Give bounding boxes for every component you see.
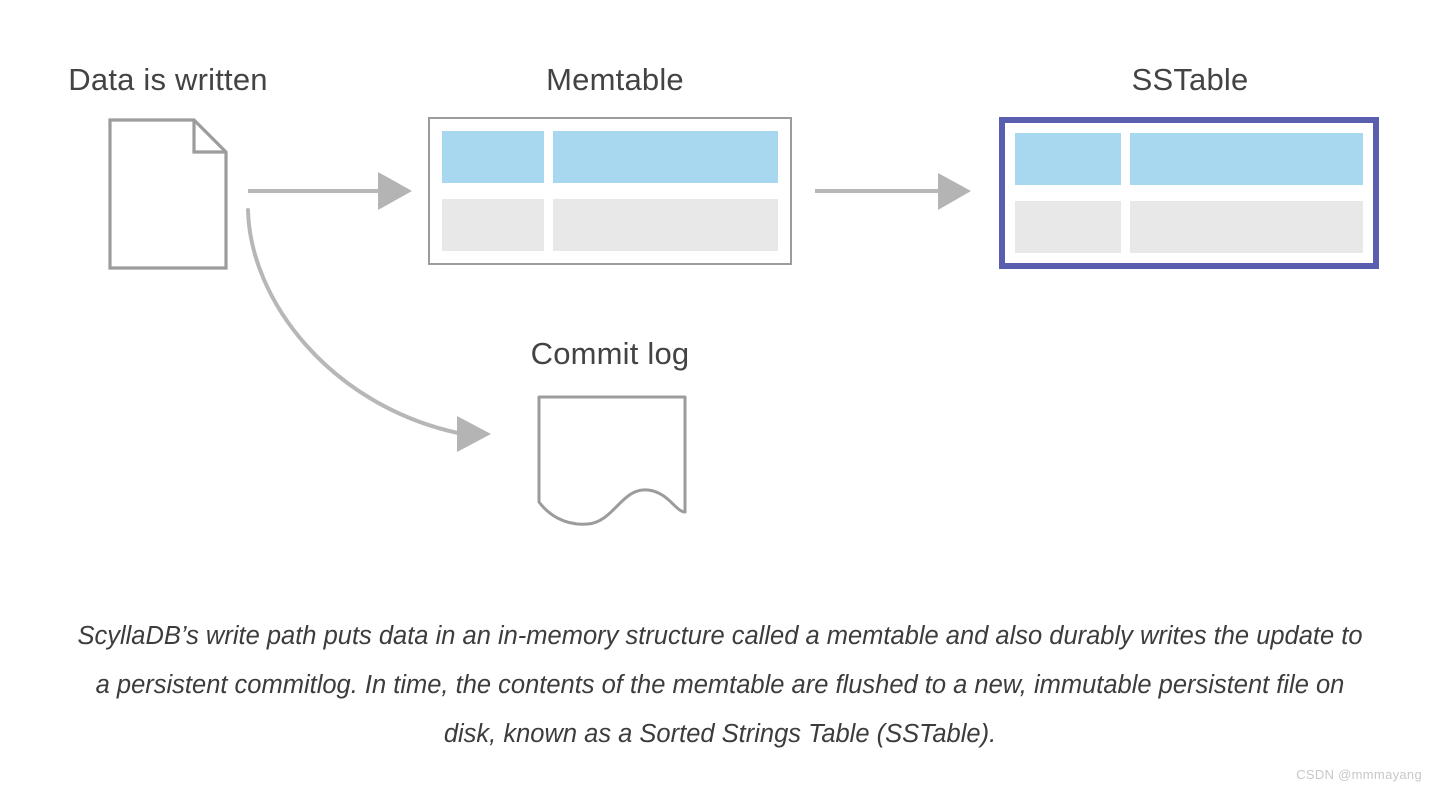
sstable-title: SSTable [1131,62,1249,97]
table-row [442,199,778,251]
memtable-box [428,117,792,265]
table-cell-grey [553,199,778,251]
table-cell-blue [1015,133,1122,185]
commit-log-title: Commit log [530,336,690,371]
table-row [1015,133,1363,185]
table-row [1015,201,1363,253]
data-is-written-title: Data is written [68,62,268,97]
table-cell-blue [442,131,545,183]
write-path-diagram: Data is written Memtable SSTable [68,62,1379,535]
commit-log-icon [536,394,692,535]
sstable-box [999,117,1379,269]
memtable-title: Memtable [546,62,684,97]
caption: ScyllaDB’s write path puts data in an in… [0,612,1440,759]
caption-line-1: ScyllaDB’s write path puts data in an in… [77,622,1363,650]
arrow-written-to-memtable [248,172,412,210]
document-icon [108,118,230,275]
arrow-memtable-to-sstable [815,173,971,210]
caption-line-3: disk, known as a Sorted Strings Table (S… [443,720,997,748]
table-cell-blue [553,131,778,183]
caption-line-2: a persistent commitlog. In time, the con… [95,671,1345,699]
watermark: CSDN @mmmayang [1296,767,1422,782]
table-row [442,131,778,183]
table-cell-blue [1130,133,1363,185]
table-cell-grey [442,199,545,251]
table-cell-grey [1130,201,1363,253]
table-cell-grey [1015,201,1122,253]
